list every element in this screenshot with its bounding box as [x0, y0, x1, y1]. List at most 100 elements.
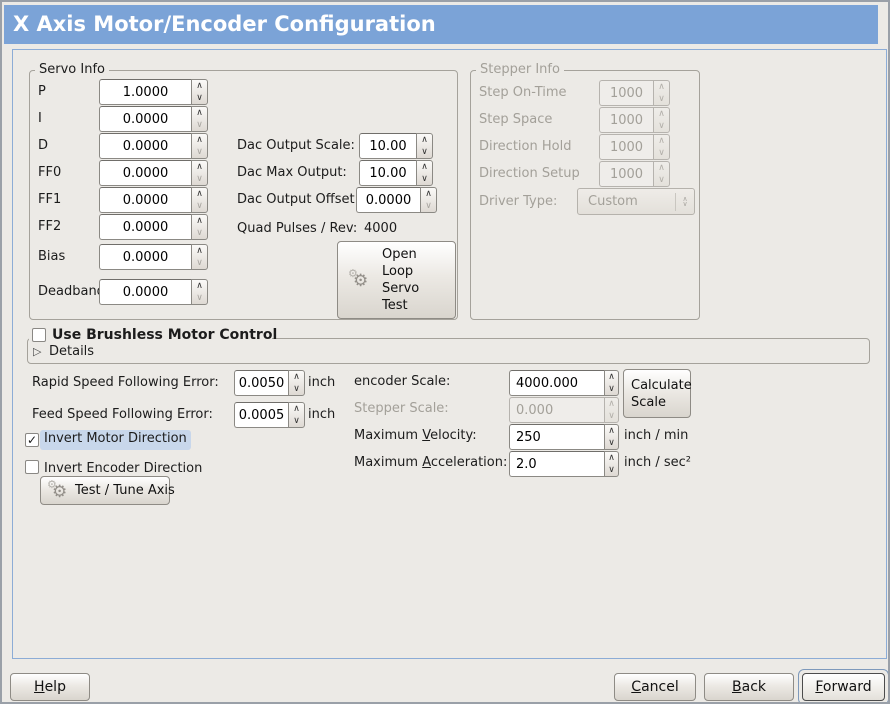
p-input[interactable]: 1.0000	[99, 79, 191, 105]
direction-hold-input: 1000	[599, 134, 653, 160]
spin-up-icon[interactable]: ∧	[196, 215, 203, 226]
bias-spinner[interactable]: ∧∨	[191, 244, 208, 270]
spinner-buttons[interactable]: ∧∨	[604, 424, 619, 450]
feed-following-error-input[interactable]: 0.0005	[234, 402, 288, 428]
spin-up-icon[interactable]: ∧	[196, 245, 203, 256]
spinner-buttons[interactable]: ∧∨	[288, 402, 305, 428]
spin-down-icon[interactable]: ∨	[196, 292, 203, 303]
encoder-scale-input[interactable]: 4000.000	[509, 370, 604, 396]
p-spinner[interactable]: ∧∨	[191, 79, 208, 105]
spin-down-icon[interactable]: ∨	[293, 383, 300, 394]
spin-up-icon[interactable]: ∧	[608, 425, 615, 436]
details-expander-label[interactable]: Details	[49, 344, 95, 359]
dac-output-offset-spinbox[interactable]: 0.0000 ∧∨	[356, 187, 437, 213]
ff1-spinner[interactable]: ∧∨	[191, 187, 208, 213]
dac-max-output-spinbox[interactable]: 10.00 ∧∨	[359, 160, 433, 186]
ff2-spinbox[interactable]: 0.0000 ∧∨	[99, 214, 208, 240]
back-button[interactable]: Back	[704, 673, 794, 701]
cancel-button[interactable]: Cancel	[614, 673, 696, 701]
deadband-input[interactable]: 0.0000	[99, 279, 191, 305]
ff0-spinner[interactable]: ∧∨	[191, 160, 208, 186]
spin-down-icon[interactable]: ∨	[196, 119, 203, 130]
p-spinbox[interactable]: 1.0000 ∧∨	[99, 79, 208, 105]
open-loop-button-label: Open Loop Servo Test	[382, 247, 420, 313]
maximum-velocity-spinbox[interactable]: 250 ∧∨	[509, 424, 619, 450]
ff0-spinbox[interactable]: 0.0000 ∧∨	[99, 160, 208, 186]
invert-encoder-direction-label[interactable]: Invert Encoder Direction	[44, 461, 203, 476]
deadband-spinner[interactable]: ∧∨	[191, 279, 208, 305]
ff2-input[interactable]: 0.0000	[99, 214, 191, 240]
spin-up-icon: ∧	[658, 108, 665, 119]
bias-input[interactable]: 0.0000	[99, 244, 191, 270]
open-loop-servo-test-button[interactable]: ⚙⚙ Open Loop Servo Test	[337, 241, 456, 319]
spin-up-icon[interactable]: ∧	[196, 280, 203, 291]
spin-up-icon[interactable]: ∧	[421, 134, 428, 145]
maximum-acceleration-spinbox[interactable]: 2.0 ∧∨	[509, 451, 619, 477]
spin-down-icon[interactable]: ∨	[421, 146, 428, 157]
spin-up-icon[interactable]: ∧	[293, 371, 300, 382]
bias-spinbox[interactable]: 0.0000 ∧∨	[99, 244, 208, 270]
spinner-buttons[interactable]: ∧∨	[288, 370, 305, 396]
spin-down-icon[interactable]: ∨	[196, 92, 203, 103]
spinner-buttons[interactable]: ∧∨	[604, 451, 619, 477]
spin-up-icon[interactable]: ∧	[196, 188, 203, 199]
deadband-spinbox[interactable]: 0.0000 ∧∨	[99, 279, 208, 305]
ff1-label: FF1	[38, 192, 62, 207]
dac-max-output-input[interactable]: 10.00	[359, 160, 416, 186]
test-tune-axis-button[interactable]: ⚙⚙ Test / Tune Axis	[40, 476, 175, 505]
d-spinner[interactable]: ∧∨	[191, 133, 208, 159]
spin-down-icon[interactable]: ∨	[608, 464, 615, 475]
spinner-buttons[interactable]: ∧∨	[604, 370, 619, 396]
invert-motor-direction-checkbox[interactable]: ✓	[25, 433, 39, 447]
dac-scale-spinner[interactable]: ∧∨	[416, 133, 433, 159]
feed-following-error-spinbox[interactable]: 0.0005 ∧∨	[234, 402, 305, 428]
spin-down-icon[interactable]: ∨	[196, 227, 203, 238]
spin-down-icon[interactable]: ∨	[608, 383, 615, 394]
encoder-scale-spinbox[interactable]: 4000.000 ∧∨	[509, 370, 619, 396]
spin-down-icon[interactable]: ∨	[196, 146, 203, 157]
spin-down-icon[interactable]: ∨	[196, 173, 203, 184]
ff1-input[interactable]: 0.0000	[99, 187, 191, 213]
dac-output-scale-input[interactable]: 10.00	[359, 133, 416, 159]
spin-down-icon[interactable]: ∨	[293, 415, 300, 426]
spin-down-icon[interactable]: ∨	[196, 257, 203, 268]
help-button[interactable]: Help	[10, 673, 90, 701]
calculate-scale-button[interactable]: Calculate Scale	[623, 369, 692, 418]
spin-up-icon[interactable]: ∧	[293, 403, 300, 414]
maximum-acceleration-input[interactable]: 2.0	[509, 451, 604, 477]
maximum-velocity-input[interactable]: 250	[509, 424, 604, 450]
rapid-following-error-spinbox[interactable]: 0.0050 ∧∨	[234, 370, 305, 396]
dac-offset-spinner[interactable]: ∧∨	[420, 187, 437, 213]
spin-down-icon[interactable]: ∨	[425, 200, 432, 211]
spin-up-icon[interactable]: ∧	[196, 107, 203, 118]
spin-up-icon[interactable]: ∧	[421, 161, 428, 172]
spin-up-icon[interactable]: ∧	[196, 161, 203, 172]
i-input[interactable]: 0.0000	[99, 106, 191, 132]
spin-down-icon[interactable]: ∨	[421, 173, 428, 184]
dac-output-scale-spinbox[interactable]: 10.00 ∧∨	[359, 133, 433, 159]
forward-button[interactable]: Forward	[802, 673, 885, 701]
spin-up-icon[interactable]: ∧	[608, 371, 615, 382]
dac-max-spinner[interactable]: ∧∨	[416, 160, 433, 186]
d-input[interactable]: 0.0000	[99, 133, 191, 159]
ff1-spinbox[interactable]: 0.0000 ∧∨	[99, 187, 208, 213]
spin-down-icon[interactable]: ∨	[196, 200, 203, 211]
invert-encoder-direction-checkbox[interactable]	[25, 460, 39, 474]
spin-up-icon[interactable]: ∧	[196, 134, 203, 145]
spin-up-icon[interactable]: ∧	[608, 452, 615, 463]
i-spinner[interactable]: ∧∨	[191, 106, 208, 132]
ff2-spinner[interactable]: ∧∨	[191, 214, 208, 240]
ff0-input[interactable]: 0.0000	[99, 160, 191, 186]
use-brushless-label[interactable]: Use Brushless Motor Control	[52, 327, 278, 343]
spin-up-icon[interactable]: ∧	[425, 188, 432, 199]
use-brushless-checkbox[interactable]	[32, 328, 46, 342]
rapid-following-error-input[interactable]: 0.0050	[234, 370, 288, 396]
spin-up-icon[interactable]: ∧	[196, 80, 203, 91]
d-spinbox[interactable]: 0.0000 ∧∨	[99, 133, 208, 159]
i-spinbox[interactable]: 0.0000 ∧∨	[99, 106, 208, 132]
dac-output-offset-input[interactable]: 0.0000	[356, 187, 420, 213]
invert-motor-direction-label[interactable]: Invert Motor Direction	[40, 430, 191, 450]
expander-arrow-icon[interactable]: ▷	[33, 345, 42, 358]
spin-down-icon[interactable]: ∨	[608, 437, 615, 448]
combo-arrows-icon: ∧∨	[682, 194, 688, 208]
